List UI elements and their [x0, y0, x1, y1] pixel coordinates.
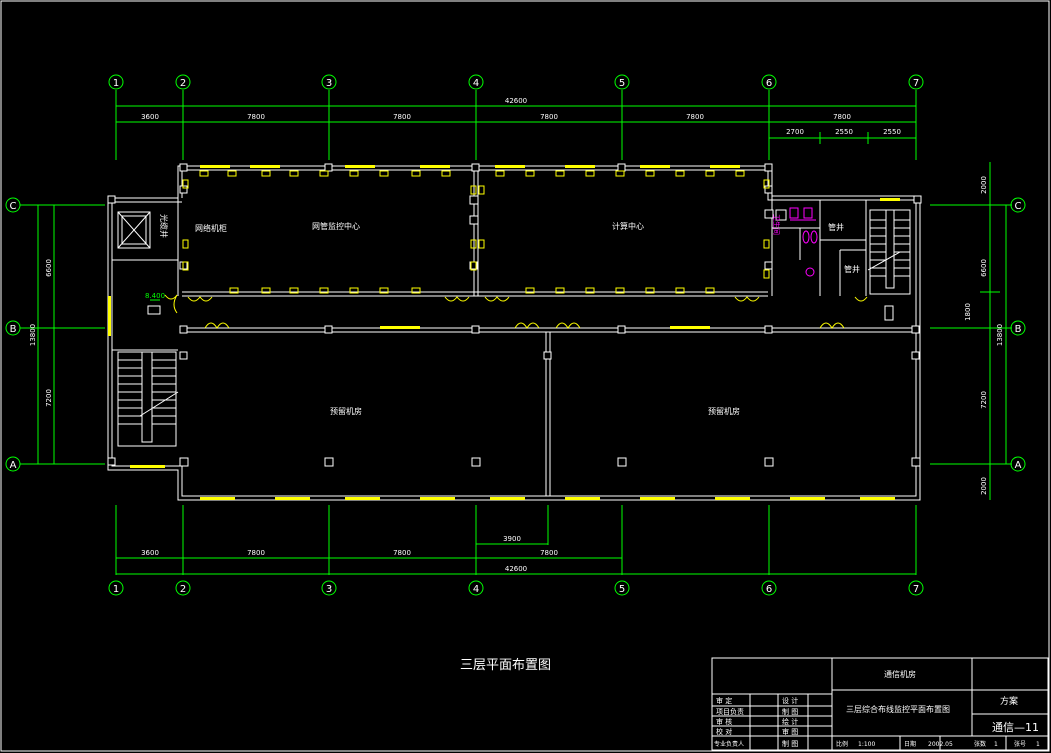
- tb-label2-1: 设 计: [782, 696, 798, 705]
- tb-sheet: 1: [994, 741, 998, 748]
- room-label-computing: 计算中心: [612, 221, 644, 231]
- tb-label-1: 审 定: [716, 696, 732, 705]
- dim-right-lower: 7200: [980, 391, 988, 409]
- axis-label-bottom-3: 3: [326, 584, 332, 595]
- outlet-boxes: [182, 170, 770, 294]
- axis-bubbles-left: [5, 197, 21, 472]
- dim-right-total: 13800: [996, 324, 1004, 346]
- axis-bubbles-top: [108, 74, 924, 90]
- dim-left-upper: 6600: [45, 259, 53, 277]
- tb-label2-4: 审 图: [782, 727, 798, 736]
- dim-top-6: 7800: [833, 113, 851, 121]
- room-label-network-cabinet: 网络机柜: [195, 223, 227, 233]
- tb-label-5: 专业负责人: [714, 740, 744, 748]
- tb-label-4: 校 对: [716, 727, 732, 736]
- axis-label-right-C: C: [1015, 201, 1022, 212]
- tb-sheet-label: 张数: [974, 740, 986, 748]
- elevation-label: 8.400: [145, 292, 165, 300]
- axis-label-left-C: C: [10, 201, 17, 212]
- title-block-frame: [711, 657, 1049, 751]
- drawing-title: 三层平面布置图: [460, 658, 551, 673]
- dim-left-total: 13800: [29, 324, 37, 346]
- axis-label-top-4: 4: [473, 78, 479, 89]
- axis-lines-left: [20, 204, 105, 465]
- axis-label-bottom-2: 2: [180, 584, 186, 595]
- title-block-stage: 方案: [1000, 695, 1018, 707]
- room-label-pipe-shaft-2: 管井: [844, 264, 860, 274]
- tb-scale-label: 比例: [836, 740, 848, 748]
- room-label-pipe-shaft-1: 管井: [828, 222, 844, 232]
- axis-label-top-5: 5: [619, 78, 625, 89]
- doors: [164, 294, 868, 329]
- columns: [107, 163, 922, 467]
- tb-page: 1: [1036, 741, 1040, 748]
- room-label-reserved-left: 预留机房: [330, 406, 362, 416]
- stairs-left: [117, 351, 179, 447]
- dimension-lines-top: [116, 105, 916, 144]
- dim-bottom-total: 42600: [505, 565, 527, 573]
- axis-label-top-2: 2: [180, 78, 186, 89]
- axis-label-top-7: 7: [913, 78, 919, 89]
- axis-label-right-A: A: [1015, 460, 1022, 471]
- dim-right-upper: 6600: [980, 259, 988, 277]
- dim-right-bottom: 2000: [980, 477, 988, 495]
- dim-top-2: 7800: [247, 113, 265, 121]
- tb-date-label: 日期: [904, 740, 916, 748]
- axis-label-left-B: B: [10, 324, 17, 335]
- tb-label-3: 审 核: [716, 717, 732, 726]
- axis-label-bottom-7: 7: [913, 584, 919, 595]
- dim-bottom-4: 7800: [540, 549, 558, 557]
- dim-top-total: 42600: [505, 97, 527, 105]
- tb-page-label: 张号: [1014, 740, 1026, 748]
- axis-lines-right: [930, 162, 1012, 500]
- room-label-reserved-right: 预留机房: [708, 406, 740, 416]
- room-label-wc: 卫生间: [772, 214, 781, 235]
- windows-yellow: [108, 165, 900, 500]
- dim-top-sub-2: 2550: [835, 128, 853, 136]
- room-label-shaft: 光缆井: [159, 214, 169, 238]
- axis-bubbles-bottom: [108, 580, 924, 596]
- dim-bottom-2: 7800: [247, 549, 265, 557]
- tb-scale: 1:100: [858, 741, 875, 748]
- axis-label-left-A: A: [10, 460, 17, 471]
- dimension-lines-bottom: [116, 543, 916, 575]
- axis-label-top-3: 3: [326, 78, 332, 89]
- axis-label-bottom-1: 1: [113, 584, 119, 595]
- room-label-network-control: 网管监控中心: [312, 221, 360, 231]
- stairs-right: [867, 209, 911, 295]
- tb-label2-3: 绘 计: [782, 717, 798, 726]
- dim-right-top: 2000: [980, 176, 988, 194]
- dim-top-3: 7800: [393, 113, 411, 121]
- dim-top-4: 7800: [540, 113, 558, 121]
- axis-label-bottom-5: 5: [619, 584, 625, 595]
- tb-date: 2002.05: [928, 741, 953, 748]
- title-block-drawing-name: 三层综合布线监控平面布置图: [846, 704, 950, 714]
- wc-fixtures: [789, 207, 818, 277]
- title-block-project: 通信机房: [884, 669, 916, 679]
- tb-label2-2: 制 图: [782, 707, 798, 716]
- tb-label2-5: 制 图: [782, 739, 798, 748]
- axis-label-top-6: 6: [766, 78, 772, 89]
- dim-bottom-3: 7800: [393, 549, 411, 557]
- dim-left-lower: 7200: [45, 389, 53, 407]
- dim-bottom-1: 3600: [141, 549, 159, 557]
- dim-top-sub-1: 2700: [786, 128, 804, 136]
- equipment-symbols: [147, 299, 894, 321]
- dim-top-5: 7800: [686, 113, 704, 121]
- axis-lines-vertical: [115, 90, 917, 575]
- axis-label-right-B: B: [1015, 324, 1022, 335]
- axis-label-top-1: 1: [113, 78, 119, 89]
- wc-partitions: [772, 209, 820, 260]
- axis-label-bottom-4: 4: [473, 584, 479, 595]
- title-block-number: 通信—11: [992, 721, 1039, 734]
- dim-top-sub-3: 2550: [883, 128, 901, 136]
- tb-label-2: 项目负责: [716, 707, 744, 716]
- dim-bottom-extra: 3900: [503, 535, 521, 543]
- dim-top-1: 3600: [141, 113, 159, 121]
- axis-label-bottom-6: 6: [766, 584, 772, 595]
- dim-right-mid: 1800: [964, 303, 972, 321]
- axis-bubbles-right: [1010, 197, 1026, 472]
